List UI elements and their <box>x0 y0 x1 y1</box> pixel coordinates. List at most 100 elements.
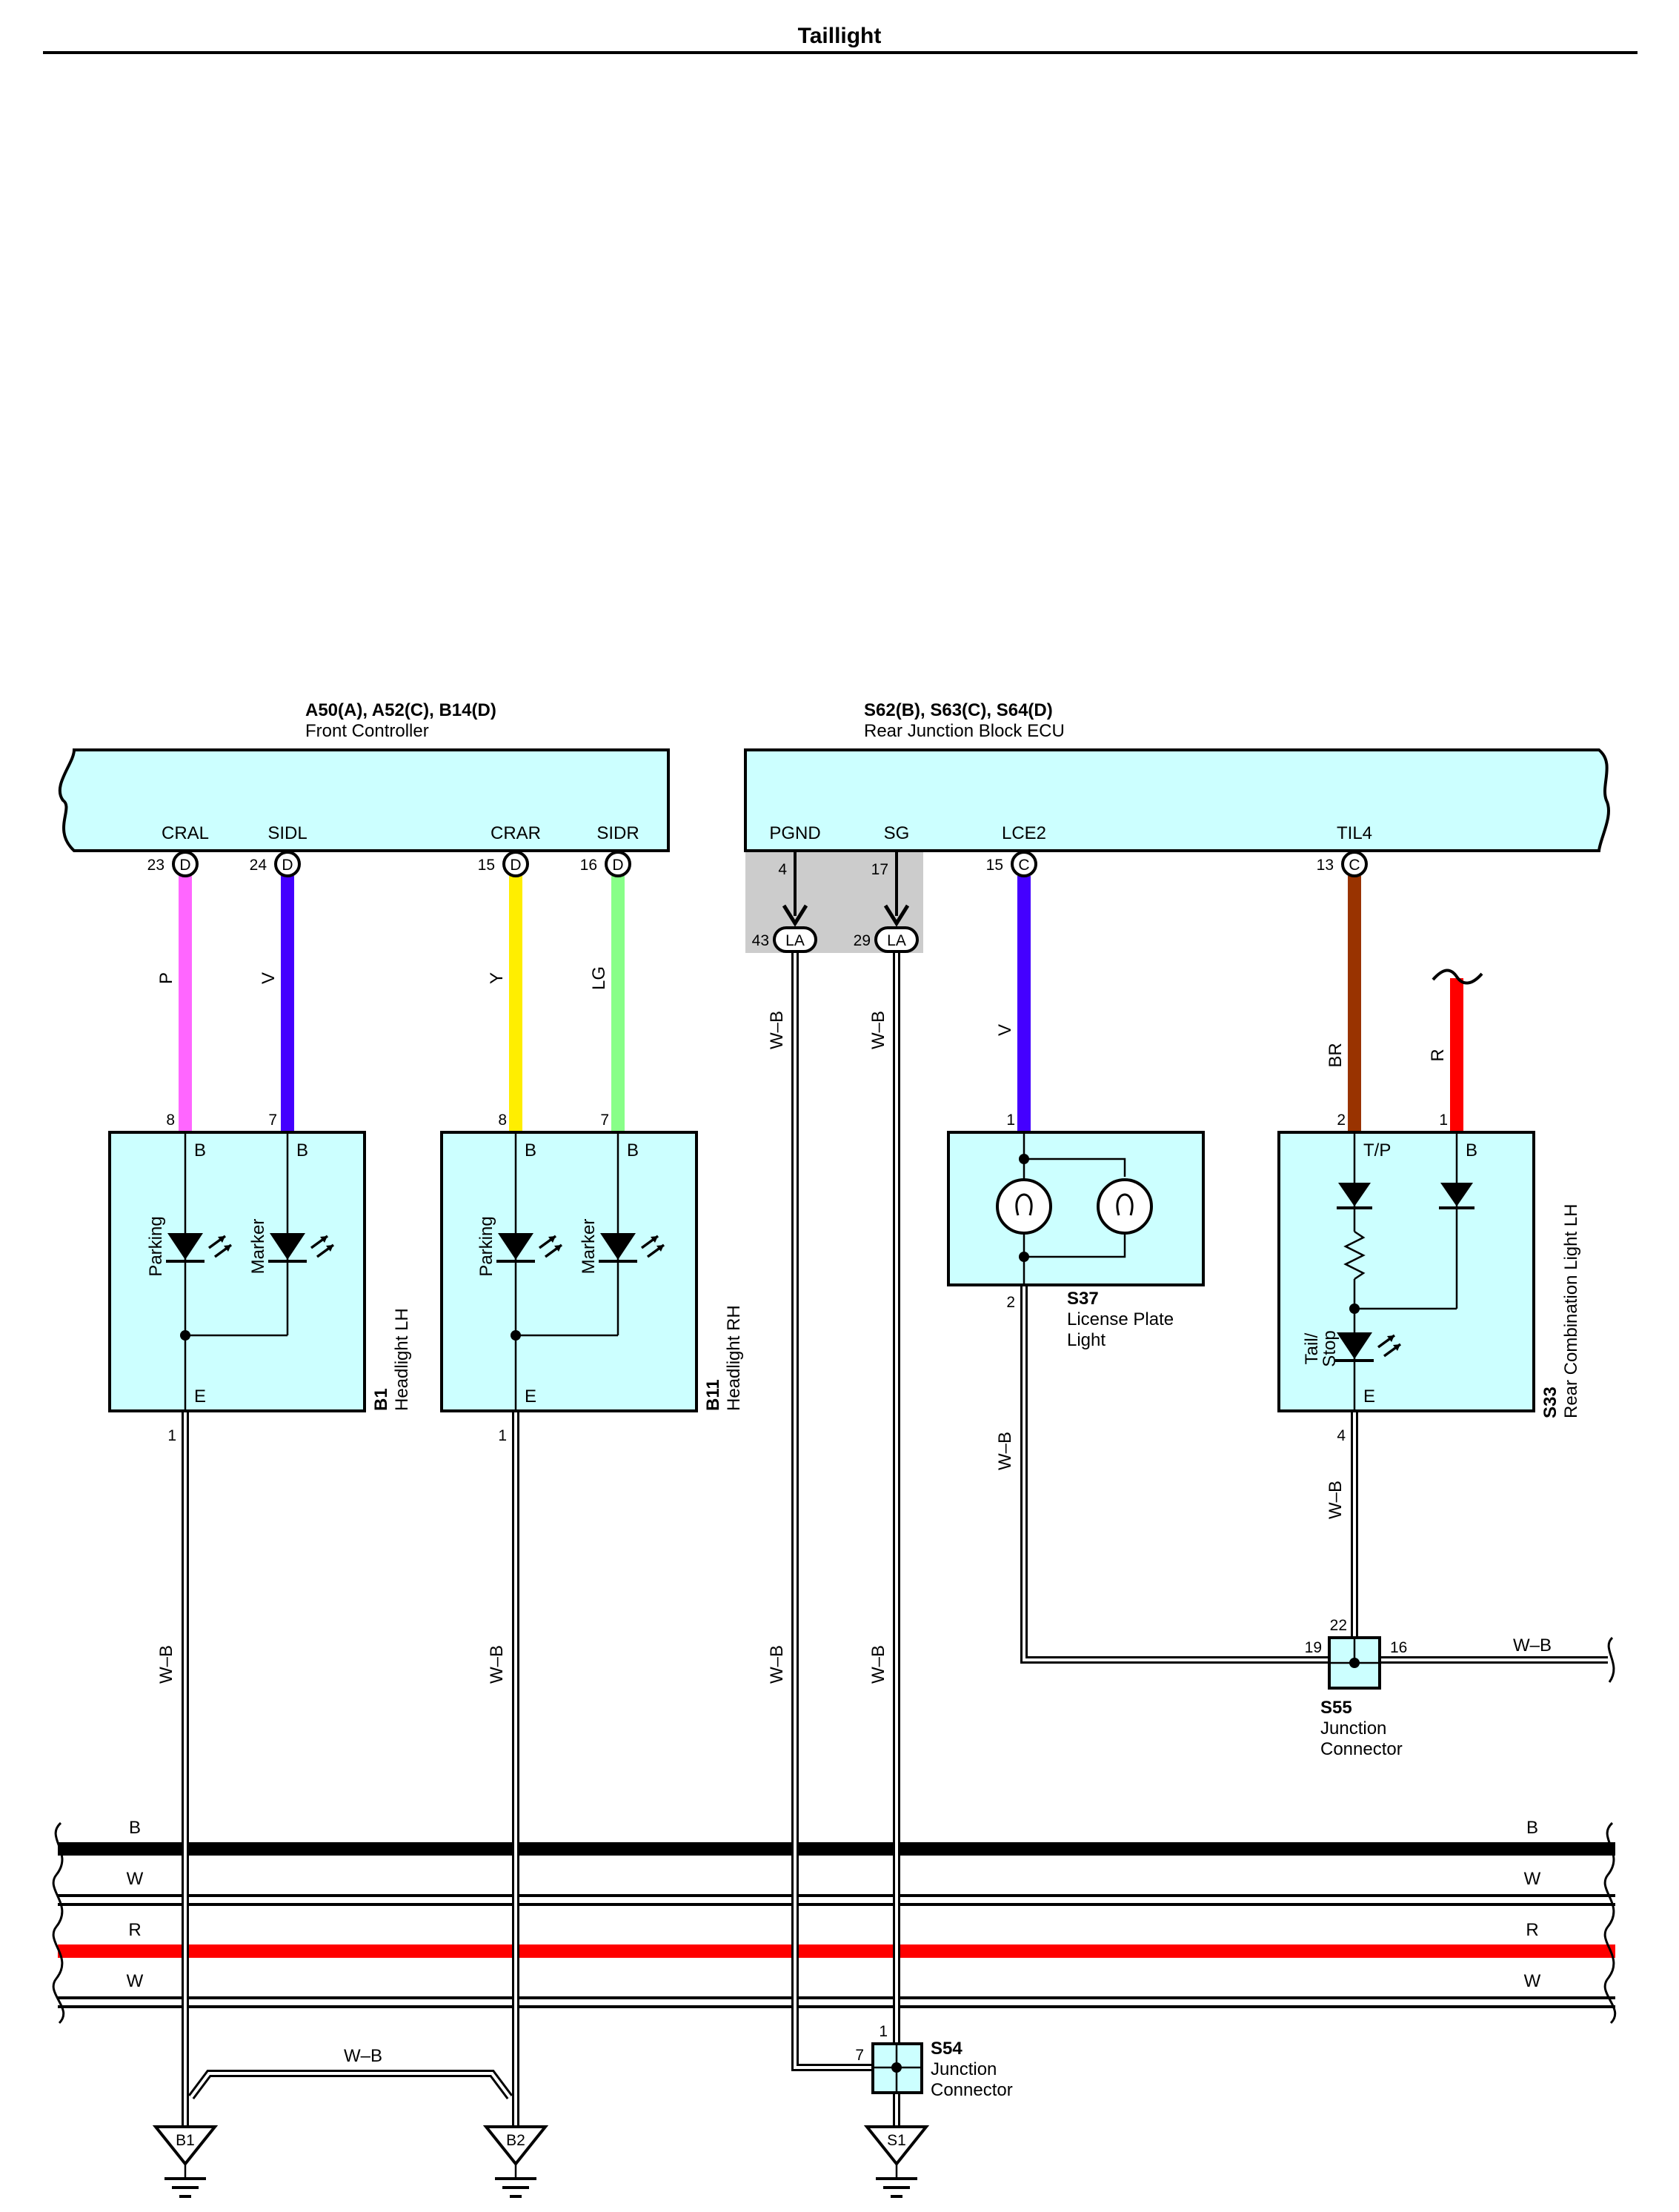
ground-label-b1: B1 <box>176 2132 195 2149</box>
s33-name: Rear Combination Light LH <box>1561 1204 1581 1419</box>
bus-break-marks <box>52 1821 1617 2025</box>
s54-junction-connector: 1 7 S54 Junction Connector <box>855 2023 1012 2100</box>
s55-break-mark <box>1607 1636 1615 1683</box>
rear-combination-light: 2 1 T/P B Tail/ Stop E 4 S33 Rear Combin… <box>1277 1112 1581 1444</box>
bus-label-w1-right: W <box>1524 1869 1541 1889</box>
diode-icon <box>1338 1183 1371 1206</box>
hl-rh-pin-right: 7 <box>600 1112 609 1129</box>
wire-label-lp-wb: W–B <box>995 1432 1015 1470</box>
conn-letter-sidl: D <box>282 857 293 874</box>
pin-til4: 13 <box>1317 857 1334 874</box>
pin-cral: 23 <box>147 857 164 874</box>
parking-led-icon <box>498 1233 533 1260</box>
hl-rh-name: Headlight RH <box>724 1305 744 1411</box>
wire-label-s55-out-wb: W–B <box>1513 1635 1552 1655</box>
s54-pin-left: 7 <box>855 2047 864 2064</box>
pin-crar: 15 <box>478 857 495 874</box>
ground-b2: B2 <box>482 2125 549 2198</box>
wire-label-br: BR <box>1326 1043 1346 1067</box>
terminal-lce2: LCE2 <box>1002 823 1046 843</box>
hl-rh-id: B11 <box>703 1379 723 1411</box>
front-controller-block: A50(A), A52(C), B14(D) Front Controller … <box>58 700 670 852</box>
s33-term-tp: T/P <box>1363 1140 1391 1160</box>
s33-id: S33 <box>1540 1386 1560 1418</box>
hl-lh-name: Headlight LH <box>392 1308 412 1411</box>
terminal-til4: TIL4 <box>1337 823 1372 843</box>
ground-label-s1: S1 <box>887 2132 906 2149</box>
wire-label-v: V <box>259 972 279 984</box>
tail-stop-led-icon <box>1337 1332 1372 1359</box>
rear-jb-block: S62(B), S63(C), S64(D) Rear Junction Blo… <box>744 700 1610 953</box>
front-connectors: D D D D 23 24 15 16 <box>147 851 631 877</box>
bus-label-r-left: R <box>128 1920 141 1940</box>
s33-term-b: B <box>1466 1140 1477 1160</box>
hl-rh-lamp-right: Marker <box>579 1219 599 1275</box>
wire-label-y: Y <box>487 972 507 984</box>
bus-label-w2-left: W <box>127 1971 144 1991</box>
bus-label-w1-left: W <box>127 1869 144 1889</box>
inner-pin-pgnd: 43 <box>752 932 769 949</box>
marker-led-icon <box>600 1233 636 1260</box>
s55-pin-top: 22 <box>1330 1617 1347 1634</box>
terminal-sg: SG <box>884 823 910 843</box>
bus-label-w2-right: W <box>1524 1971 1541 1991</box>
license-plate-light: 1 2 S37 License Plate Light <box>947 1112 1205 1350</box>
wb-wires: W–B W–B W–B W–B W–B W–B W–B W–B W–B W–B <box>156 953 1615 2127</box>
wire-label-sg-wb-top: W–B <box>868 1011 888 1049</box>
headlight-lh: 8 7 B B Parking Marker E 1 B1 Headlight … <box>108 1112 412 1444</box>
wire-label-s33-wb: W–B <box>1326 1481 1346 1519</box>
pin-lce2: 15 <box>986 857 1003 874</box>
front-controller-connector: A50(A), A52(C), B14(D) <box>305 700 496 720</box>
terminal-pgnd: PGND <box>769 823 820 843</box>
rear-jb-connector: S62(B), S63(C), S64(D) <box>864 700 1053 720</box>
ground-icon <box>863 2125 930 2167</box>
wire-label-sg-wb-bottom: W–B <box>868 1645 888 1684</box>
s33-lamp-line2: Stop <box>1320 1330 1340 1366</box>
s55-id: S55 <box>1320 1698 1352 1718</box>
conn-letter-cral: D <box>179 857 190 874</box>
s33-pin-tp: 2 <box>1337 1112 1346 1129</box>
wire-label-hl-rh-wb: W–B <box>487 1645 507 1684</box>
hl-lh-id: B1 <box>371 1388 391 1411</box>
pin-sidr: 16 <box>580 857 597 874</box>
terminal-sidr: SIDR <box>596 823 639 843</box>
hl-rh-ground-term: E <box>525 1386 536 1406</box>
lp-pin-out: 2 <box>1006 1294 1015 1311</box>
hl-lh-term-right: B <box>296 1140 308 1160</box>
conn-letter-til4: C <box>1349 857 1360 874</box>
ground-b1: B1 <box>152 2125 219 2198</box>
headlight-rh: 8 7 B B Parking Marker E 1 B11 Headlight… <box>440 1112 744 1444</box>
front-controller-name: Front Controller <box>305 721 429 741</box>
s55-junction-connector: 22 19 16 S55 Junction Connector <box>1305 1617 1408 1759</box>
lp-name-line2: Light <box>1067 1330 1106 1350</box>
hl-rh-ground-pin: 1 <box>498 1427 507 1444</box>
hl-lh-pin-right: 7 <box>268 1112 277 1129</box>
s55-pin-left: 19 <box>1305 1639 1322 1656</box>
bus-label-b-right: B <box>1526 1818 1538 1838</box>
wire-label-v-lce2: V <box>995 1024 1015 1036</box>
hl-rh-pin-left: 8 <box>498 1112 507 1129</box>
hl-lh-pin-left: 8 <box>166 1112 175 1129</box>
rear-jb-name: Rear Junction Block ECU <box>864 721 1065 741</box>
s54-name-line2: Connector <box>931 2080 1013 2100</box>
wire-label-p: P <box>156 972 176 984</box>
bus-label-b-left: B <box>129 1818 141 1838</box>
hl-rh-term-right: B <box>627 1140 639 1160</box>
pgnd-arrow-icon <box>782 904 808 927</box>
bus-label-r-right: R <box>1526 1920 1538 1940</box>
ground-s1: S1 <box>863 2125 930 2198</box>
terminal-crar: CRAR <box>491 823 541 843</box>
s55-name-line1: Junction <box>1320 1718 1386 1738</box>
pin-sg: 17 <box>871 861 888 878</box>
rear-jb-ground-connectors: LA LA 4 17 43 29 <box>752 852 919 953</box>
wire-label-r: R <box>1428 1049 1448 1061</box>
wire-label-hl-lh-wb: W–B <box>156 1645 176 1684</box>
s54-name-line1: Junction <box>931 2059 997 2079</box>
bulb-icon <box>1097 1178 1153 1235</box>
hl-lh-lamp-right: Marker <box>248 1219 268 1275</box>
s33-ground-term: E <box>1363 1386 1375 1406</box>
conn-letter-crar: D <box>510 857 521 874</box>
s54-pin-top: 1 <box>879 2023 888 2040</box>
s33-pin-b: 1 <box>1439 1112 1448 1129</box>
page-title: Taillight <box>798 24 882 48</box>
